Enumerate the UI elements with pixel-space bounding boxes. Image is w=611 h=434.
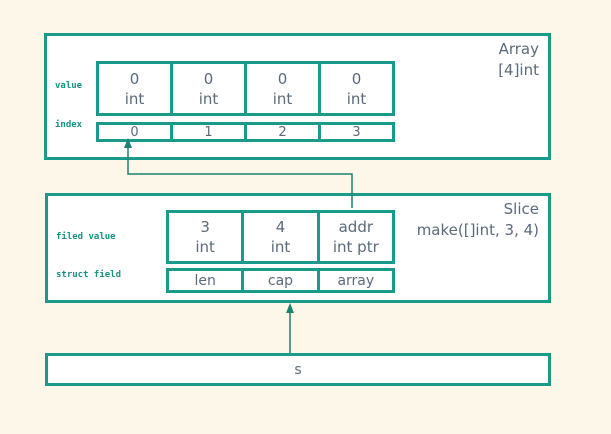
slice-struct-field-table: len cap array [166, 268, 395, 293]
slice-field-len: len [169, 271, 245, 290]
slice-cell-cap: 4 int [244, 213, 320, 261]
array-cell-0-value: 0 [129, 69, 140, 88]
slice-field-value-row-label: filed value [56, 232, 116, 242]
slice-box: Slice make([]int, 3, 4) filed value stru… [45, 193, 551, 303]
array-cell-1: 0 int [173, 64, 247, 113]
array-index-1: 1 [173, 125, 247, 139]
s-variable-box: s [45, 353, 551, 386]
slice-box-title: Slice make([]int, 3, 4) [417, 199, 539, 241]
array-cell-2-type: int [272, 89, 293, 108]
slice-cell-len: 3 int [169, 213, 245, 261]
array-title-line2: [4]int [498, 61, 539, 79]
array-value-table: 0 int 0 int 0 int 0 int [96, 61, 395, 116]
slice-field-cap: cap [244, 271, 320, 290]
slice-cell-array-value: addr [338, 218, 374, 236]
array-title-line1: Array [498, 40, 539, 58]
array-index-2: 2 [247, 125, 321, 139]
slice-cell-cap-type: int [270, 238, 291, 256]
array-index-table: 0 1 2 3 [96, 122, 395, 142]
array-index-row-label: index [55, 120, 83, 130]
slice-cell-len-value: 3 [200, 218, 210, 236]
array-cell-0-type: int [124, 89, 145, 108]
slice-cell-array-type: int ptr [332, 238, 379, 256]
array-cell-0: 0 int [99, 64, 173, 113]
array-cell-3-value: 0 [351, 69, 362, 88]
slice-cell-cap-value: 4 [275, 218, 286, 236]
slice-field-array: array [337, 272, 375, 289]
array-cell-2: 0 int [247, 64, 321, 113]
array-box: Array [4]int value index 0 int 0 int 0 i… [44, 33, 551, 160]
slice-title-line2: make([]int, 3, 4) [416, 221, 539, 239]
slice-title-line1: Slice [503, 200, 539, 218]
array-cell-2-value: 0 [277, 69, 288, 88]
array-box-title: Array [4]int [498, 39, 539, 81]
array-cell-3: 0 int [321, 64, 392, 113]
slice-field-value-table: 3 int 4 int addr int ptr [166, 210, 395, 264]
s-variable-label: s [294, 361, 302, 378]
array-index-0: 0 [99, 125, 173, 139]
array-value-row-label: value [55, 81, 83, 91]
slice-cell-len-type: int [195, 238, 215, 256]
array-cell-1-value: 0 [203, 69, 214, 88]
slice-struct-field-row-label: struct field [56, 270, 122, 280]
array-index-3: 3 [352, 124, 361, 140]
slice-cell-array: addr int ptr [320, 213, 392, 261]
array-cell-1-type: int [198, 89, 219, 108]
s-to-slice-arrow [286, 303, 294, 353]
array-cell-3-type: int [346, 89, 367, 108]
